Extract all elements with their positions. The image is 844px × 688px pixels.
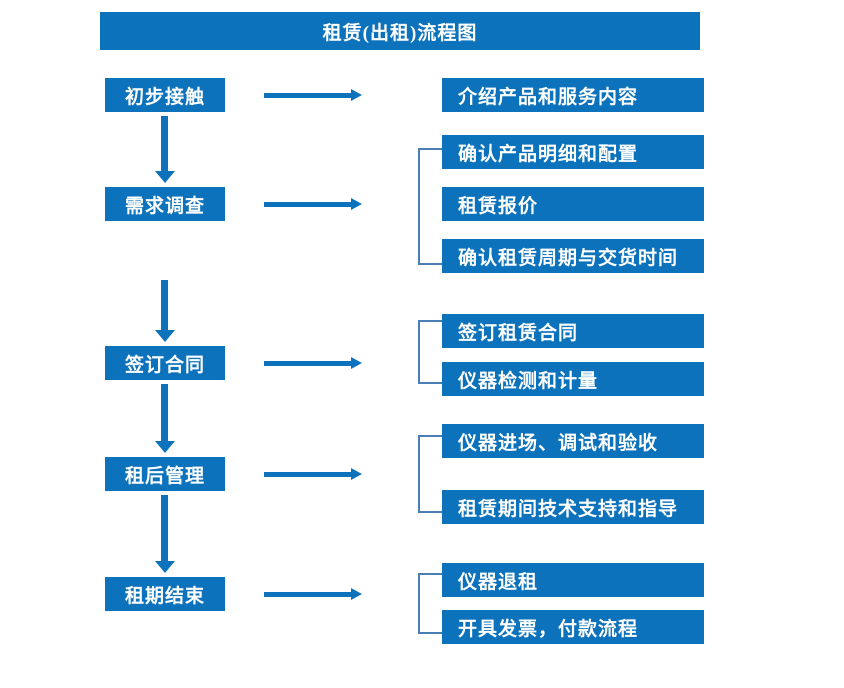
group-bracket-post-rental-management xyxy=(418,435,442,513)
detail-box-introduce-products[interactable]: 介绍产品和服务内容 xyxy=(442,78,704,112)
group-bracket-sign-contract xyxy=(418,320,442,384)
chart-title: 租赁(出租)流程图 xyxy=(100,12,700,50)
detail-box-invoice-payment-process[interactable]: 开具发票，付款流程 xyxy=(442,610,704,644)
detail-box-confirm-product-details[interactable]: 确认产品明细和配置 xyxy=(442,135,704,169)
stage-box-needs-survey[interactable]: 需求调查 xyxy=(105,187,225,221)
detail-box-instrument-entry-commissioning-acceptance[interactable]: 仪器进场、调试和验收 xyxy=(442,424,704,458)
stage-box-rental-period-end[interactable]: 租期结束 xyxy=(105,577,225,611)
horizontal-arrow-icon-4 xyxy=(264,466,362,482)
detail-box-sign-rental-contract[interactable]: 签订租赁合同 xyxy=(442,314,704,348)
detail-box-technical-support-during-rental[interactable]: 租赁期间技术支持和指导 xyxy=(442,490,704,524)
vertical-arrow-icon-3 xyxy=(155,384,175,453)
stage-box-sign-contract[interactable]: 签订合同 xyxy=(105,346,225,380)
horizontal-arrow-icon-1 xyxy=(264,87,362,103)
vertical-arrow-icon-4 xyxy=(155,495,175,573)
detail-box-instrument-return[interactable]: 仪器退租 xyxy=(442,563,704,597)
detail-box-instrument-inspection-metering[interactable]: 仪器检测和计量 xyxy=(442,362,704,396)
detail-box-confirm-rental-period-delivery[interactable]: 确认租赁周期与交货时间 xyxy=(442,239,704,273)
group-bracket-needs-survey xyxy=(418,148,442,265)
detail-box-rental-quotation[interactable]: 租赁报价 xyxy=(442,187,704,221)
vertical-arrow-icon-1 xyxy=(155,116,175,183)
vertical-arrow-icon-2 xyxy=(155,280,175,342)
horizontal-arrow-icon-5 xyxy=(264,586,362,602)
stage-box-post-rental-management[interactable]: 租后管理 xyxy=(105,457,225,491)
group-bracket-rental-period-end xyxy=(418,573,442,634)
horizontal-arrow-icon-2 xyxy=(264,196,362,212)
stage-box-initial-contact[interactable]: 初步接触 xyxy=(105,78,225,112)
horizontal-arrow-icon-3 xyxy=(264,355,362,371)
